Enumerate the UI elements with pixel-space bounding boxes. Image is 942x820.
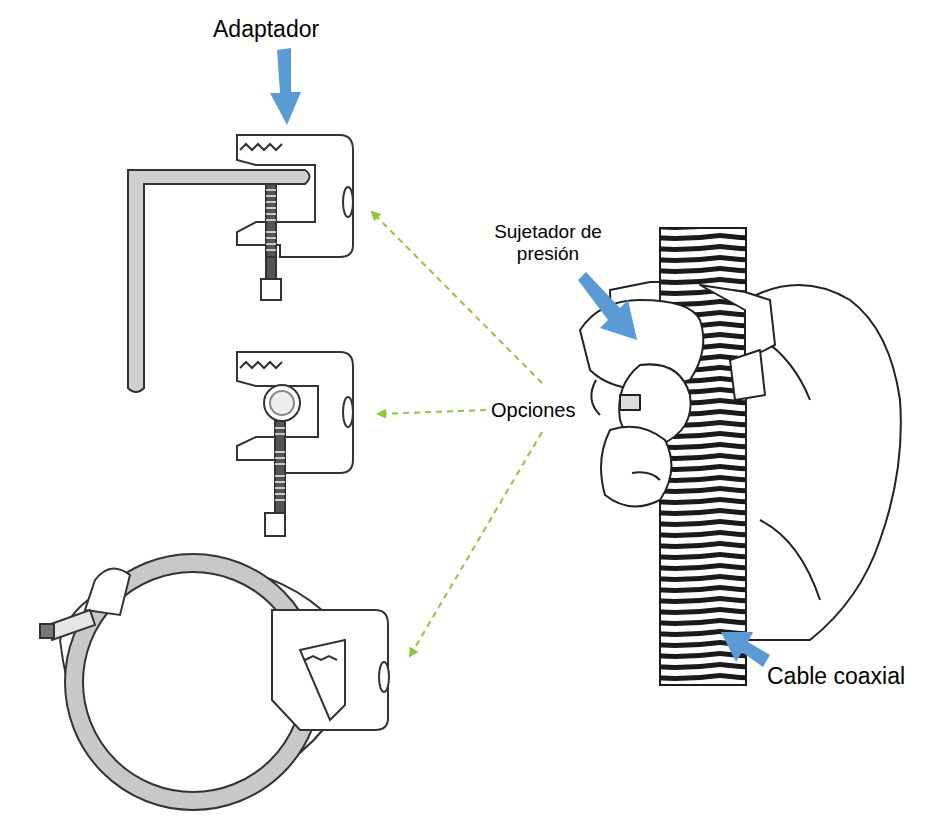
part-label: Cable coaxial: [767, 663, 905, 689]
adapter-round: [237, 352, 353, 536]
blue-leader-arrows: [270, 48, 770, 667]
option-label: Opciones: [491, 399, 576, 422]
part-label: Sujetador de presión: [478, 221, 618, 265]
adapter-pipe-clamp: [40, 554, 389, 810]
part-label: Adaptador: [213, 16, 319, 42]
option-arrows: [372, 212, 542, 656]
